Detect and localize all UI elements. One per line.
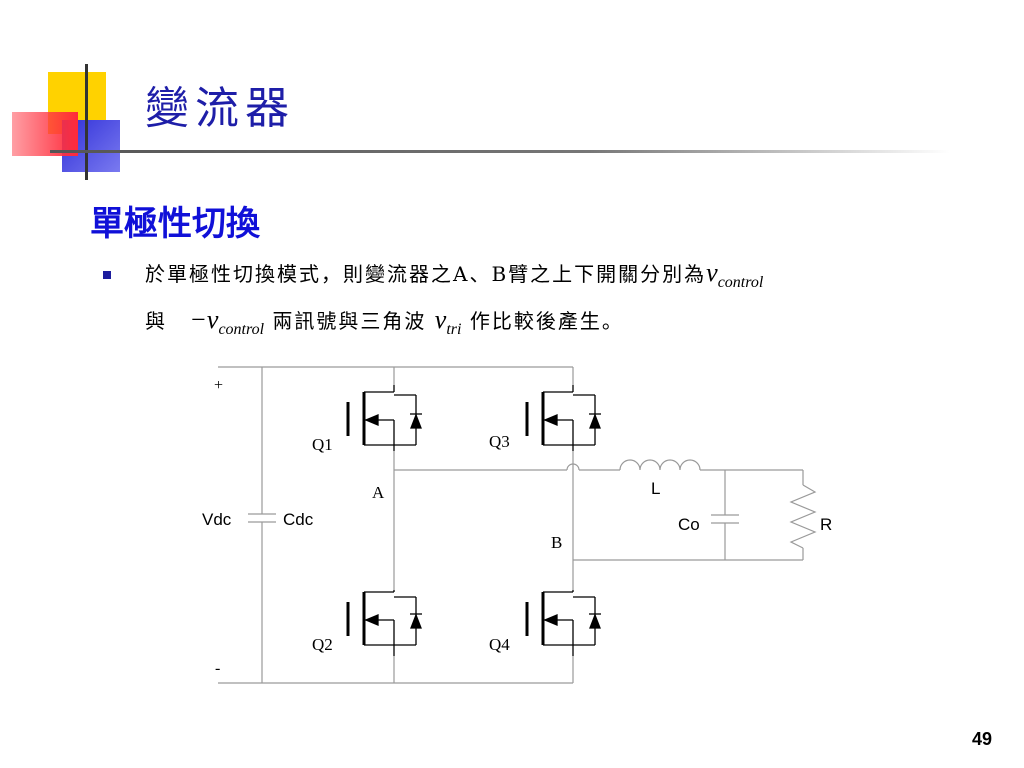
deco-red-square	[12, 112, 78, 156]
body-text: 兩訊號與三角波	[272, 309, 427, 333]
q3-label: Q3	[489, 432, 510, 451]
neg-sign: −	[189, 305, 207, 334]
node-b-label: B	[551, 533, 562, 552]
control-subscript: control	[218, 321, 265, 338]
page-title: 變流器	[145, 83, 295, 134]
body-line-2: 與 −vcontrol 兩訊號與三角波 vtri 作比較後產生。	[145, 305, 624, 338]
v-symbol: v	[434, 305, 447, 334]
node-a-label: A	[372, 483, 385, 502]
q1-label: Q1	[312, 435, 333, 454]
body-text: 作比較後產生。	[469, 309, 624, 333]
minus-terminal-label: -	[215, 660, 220, 677]
body-line-1: 於單極性切換模式，則變流器之A、B臂之上下開關分別為vcontrol	[145, 258, 764, 291]
page-number: 49	[971, 729, 992, 749]
v-symbol: v	[706, 258, 718, 287]
section-heading: 單極性切換	[90, 204, 260, 244]
cdc-label: Cdc	[283, 510, 314, 529]
plus-terminal-label: +	[214, 377, 223, 394]
title-divider	[50, 150, 950, 153]
q4-label: Q4	[489, 635, 510, 654]
deco-vertical-bar	[85, 64, 88, 180]
resistor-label: R	[820, 515, 832, 534]
inductor-label: L	[651, 479, 660, 498]
bullet-square-icon	[103, 271, 111, 279]
control-subscript: control	[717, 274, 764, 291]
vdc-label: Vdc	[202, 510, 232, 529]
output-capacitor-label: Co	[678, 515, 700, 534]
q2-label: Q2	[312, 635, 333, 654]
v-symbol: v	[206, 305, 219, 334]
tri-subscript: tri	[446, 321, 462, 338]
body-text: 與	[145, 309, 167, 333]
body-text: 於單極性切換模式，則變流器之A、B臂之上下開關分別為	[145, 262, 707, 286]
